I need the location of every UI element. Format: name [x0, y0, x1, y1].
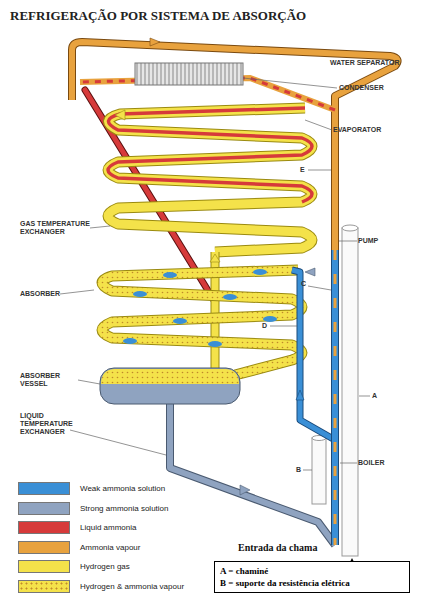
legend-row: Hydrogen & ammonia vapour [18, 580, 218, 594]
part-label: BOILER [358, 459, 384, 467]
weak-solution-pipe [292, 270, 335, 440]
legend-row: Liquid ammonia [18, 521, 218, 535]
diagram-title: REFRIGERAÇÃO POR SISTEMA DE ABSORÇÃO [10, 8, 306, 24]
legend-text: Hydrogen gas [80, 562, 130, 571]
evaporator-coil-outline [108, 108, 312, 252]
chimney-tube [342, 228, 358, 556]
part-label: ABSORBER VESSEL [20, 372, 80, 388]
flow-arrows [115, 38, 315, 495]
absorber-vessel [100, 368, 240, 404]
note-line: A = chaminé [220, 565, 404, 577]
leader-lines [60, 78, 370, 470]
note-line: B = suporte da resistência elétrica [220, 577, 404, 589]
pump-column-outline [331, 250, 339, 545]
heater-support [312, 438, 326, 504]
part-label: D [262, 322, 267, 330]
vapour-column [332, 118, 338, 250]
part-label: E [300, 166, 305, 174]
legend-text: Weak ammonia solution [80, 484, 165, 493]
strong-solution-pipe [170, 402, 335, 545]
weak-pipe-outline [292, 270, 335, 440]
legend-swatch [18, 482, 70, 495]
evaporator-coil [108, 108, 312, 252]
legend-swatch [18, 521, 70, 534]
note-box: A = chaminéB = suporte da resistência el… [214, 561, 410, 593]
pump-bubbles [334, 250, 337, 545]
chimney-top [342, 225, 358, 231]
part-label: PUMP [358, 237, 378, 245]
part-label: LIQUID TEMPERATURE EXCHANGER [20, 412, 72, 436]
legend-swatch [18, 541, 70, 554]
pump-column [332, 250, 338, 545]
part-label: B [296, 466, 301, 474]
note-text: Entrada da chama [238, 542, 317, 553]
legend-swatch [18, 502, 70, 515]
legend-swatch [18, 580, 70, 593]
legend-text: Strong ammonia solution [80, 504, 169, 513]
legend-row: Hydrogen gas [18, 560, 218, 574]
legend-swatch [18, 560, 70, 573]
legend-text: Liquid ammonia [80, 523, 136, 532]
legend-row: Strong ammonia solution [18, 502, 218, 516]
part-label: GAS TEMPERATURE EXCHANGER [20, 220, 95, 236]
legend-text: Ammonia vapour [80, 543, 140, 552]
part-label: C [301, 280, 306, 288]
strong-pipe-outline [170, 402, 335, 545]
vessel-gas-space [101, 369, 239, 384]
legend-row: Weak ammonia solution [18, 482, 218, 496]
absorber-coil [102, 270, 302, 375]
legend-text: Hydrogen & ammonia vapour [80, 582, 184, 591]
part-label: A [372, 392, 377, 400]
weak-solution-drops [123, 269, 277, 347]
legend-row: Ammonia vapour [18, 541, 218, 555]
part-label: WATER SEPARATOR [330, 59, 399, 67]
condenser-fins [135, 63, 243, 85]
evaporator-liquid [108, 108, 312, 202]
absorber-coil-outline [102, 270, 302, 375]
part-label: ABSORBER [20, 290, 60, 298]
part-label: EVAPORATOR [333, 126, 381, 134]
part-label: CONDENSER [339, 84, 384, 92]
